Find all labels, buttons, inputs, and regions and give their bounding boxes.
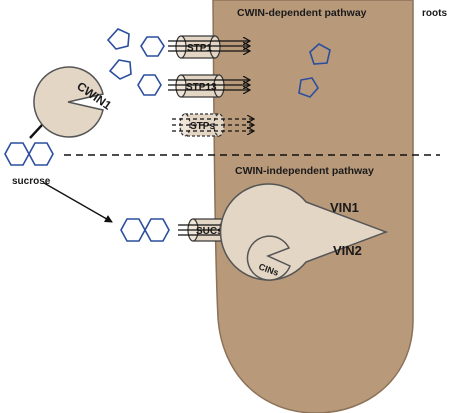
stp13-label: STP13 [186, 82, 217, 93]
roots-label: roots [422, 8, 447, 19]
vin2-label: VIN2 [333, 243, 362, 258]
stp1-label: STP1 [187, 43, 212, 54]
hexose-icon [108, 59, 132, 80]
hexose-icon [309, 43, 331, 65]
sucrose-to-sucs-arrow [43, 182, 113, 223]
sucrose-label: sucrose [12, 176, 51, 187]
hexose-icon [106, 28, 130, 50]
hexose-icon [137, 74, 162, 96]
stps-label: STPs [190, 121, 215, 132]
stp13-flux-arrows [168, 80, 250, 90]
cwin-independent-label: CWIN-independent pathway [235, 165, 374, 177]
stp1-flux-arrows [168, 41, 250, 51]
sucs-label: SUCs [196, 226, 223, 237]
hexose-icon [298, 77, 319, 98]
sucrose-icon [120, 218, 170, 242]
cins-enzyme [246, 235, 291, 281]
cwin1-enzyme [33, 66, 104, 138]
sucrose-icon [4, 142, 54, 166]
cwin-dependent-label: CWIN-dependent pathway [237, 7, 367, 19]
hexose-icon [140, 36, 165, 57]
vin1-label: VIN1 [330, 200, 359, 215]
